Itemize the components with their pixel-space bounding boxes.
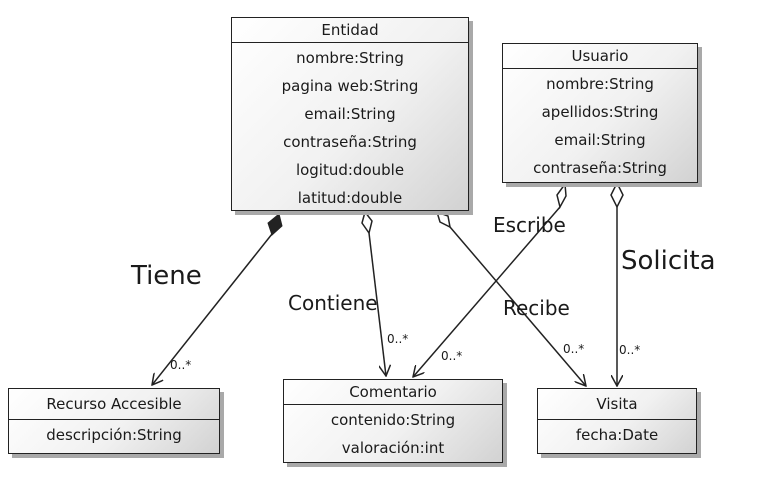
aggregation-diamond <box>610 181 624 209</box>
aggregation-diamond <box>556 181 567 210</box>
attribute: nombre:String <box>296 49 404 67</box>
composition-diamond <box>267 213 283 236</box>
class-entidad[interactable]: Entidad nombre:String pagina web:String … <box>231 17 469 211</box>
escribe-association <box>413 181 567 377</box>
class-name: Entidad <box>232 18 468 43</box>
association-label-escribe: Escribe <box>493 213 566 237</box>
attributes-compartment: contenido:String valoración:int <box>284 405 502 462</box>
aggregation-diamond <box>361 210 373 235</box>
multiplicity-contiene: 0..* <box>387 332 409 346</box>
attribute: descripción:String <box>46 426 182 444</box>
class-name: Usuario <box>503 44 697 69</box>
solicita-association <box>610 181 624 386</box>
multiplicity-tiene: 0..* <box>170 358 192 372</box>
attribute: contraseña:String <box>533 159 667 177</box>
attribute: logitud:double <box>295 161 405 179</box>
attributes-compartment: descripción:String <box>9 420 219 451</box>
multiplicity-solicita: 0..* <box>619 343 641 357</box>
attribute: contraseña:String <box>283 133 417 151</box>
class-usuario[interactable]: Usuario nombre:String apellidos:String e… <box>502 43 698 183</box>
aggregation-diamond <box>435 210 452 229</box>
attributes-compartment: nombre:String pagina web:String email:St… <box>232 43 468 212</box>
class-comentario[interactable]: Comentario contenido:String valoración:i… <box>283 379 503 463</box>
attribute: latitud:double <box>297 189 403 207</box>
class-name: Comentario <box>284 380 502 405</box>
recibe-association <box>435 210 586 386</box>
attribute: nombre:String <box>546 75 654 93</box>
attribute: valoración:int <box>341 439 445 457</box>
class-recurso-accesible[interactable]: Recurso Accesible descripción:String <box>8 388 220 454</box>
multiplicity-recibe: 0..* <box>563 342 585 356</box>
attributes-compartment: fecha:Date <box>538 420 696 451</box>
class-name: Recurso Accesible <box>9 389 219 420</box>
association-label-contiene: Contiene <box>288 291 378 315</box>
contiene-association <box>361 210 386 376</box>
attribute: email:String <box>304 105 396 123</box>
multiplicity-escribe: 0..* <box>441 349 463 363</box>
association-label-tiene: Tiene <box>131 261 202 291</box>
attribute: fecha:Date <box>575 426 659 444</box>
association-label-solicita: Solicita <box>621 246 716 276</box>
attribute: pagina web:String <box>281 77 419 95</box>
class-name: Visita <box>538 389 696 420</box>
association-label-recibe: Recibe <box>503 296 570 320</box>
attribute: apellidos:String <box>541 103 659 121</box>
class-visita[interactable]: Visita fecha:Date <box>537 388 697 454</box>
tiene-association <box>152 213 283 385</box>
attribute: email:String <box>554 131 646 149</box>
attribute: contenido:String <box>330 411 456 429</box>
attributes-compartment: nombre:String apellidos:String email:Str… <box>503 69 697 182</box>
